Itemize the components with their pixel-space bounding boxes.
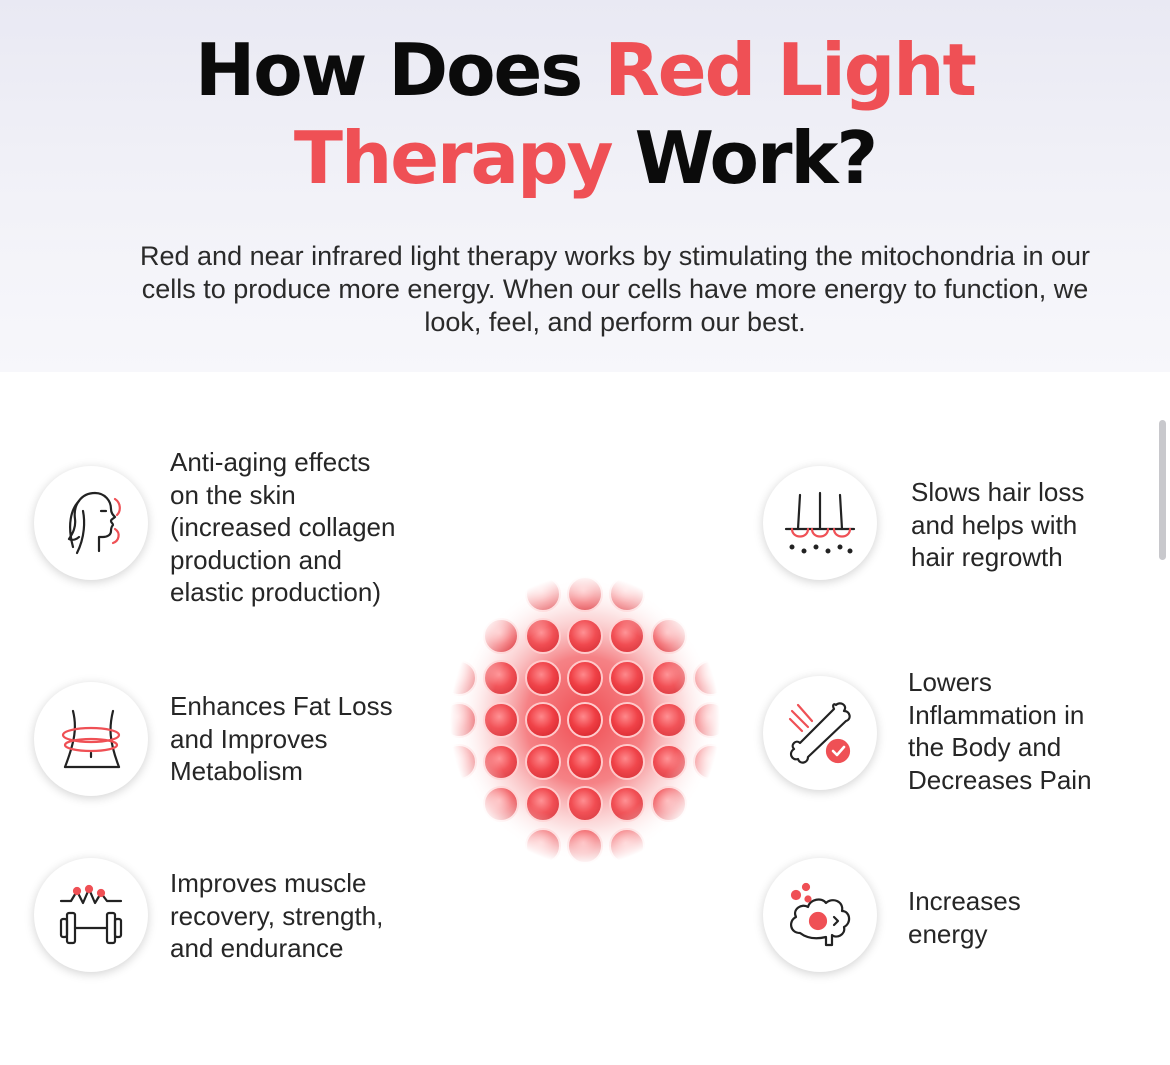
led-dot bbox=[693, 660, 729, 696]
led-dot bbox=[525, 576, 561, 612]
led-dot bbox=[525, 618, 561, 654]
led-dot bbox=[609, 576, 645, 612]
feature-text: Increases energy bbox=[908, 886, 1021, 949]
hair-follicle-icon bbox=[763, 466, 877, 580]
title-accent-2: Therapy bbox=[293, 116, 614, 200]
led-dot bbox=[609, 786, 645, 822]
feature-text: Slows hair loss and helps with hair regr… bbox=[911, 477, 1085, 572]
led-dot bbox=[609, 618, 645, 654]
led-dot bbox=[567, 744, 603, 780]
led-dot bbox=[483, 786, 519, 822]
led-dot bbox=[651, 618, 687, 654]
led-dot bbox=[525, 828, 561, 864]
led-dot bbox=[651, 744, 687, 780]
waist-measure-icon bbox=[34, 682, 148, 796]
scrollbar-thumb[interactable] bbox=[1159, 420, 1166, 560]
led-dot bbox=[567, 702, 603, 738]
led-dot bbox=[483, 702, 519, 738]
feature-text: Improves muscle recovery, strength, and … bbox=[170, 868, 384, 963]
led-dot bbox=[483, 618, 519, 654]
led-dot bbox=[483, 660, 519, 696]
bone-check-icon bbox=[763, 676, 877, 790]
feature-text: Enhances Fat Loss and Improves Metabolis… bbox=[170, 691, 393, 786]
feature-text: Lowers Inflammation in the Body and Decr… bbox=[908, 667, 1092, 795]
led-dot bbox=[609, 702, 645, 738]
title-part-1: How Does bbox=[195, 28, 605, 112]
brain-energy-icon bbox=[763, 858, 877, 972]
led-dot bbox=[693, 744, 729, 780]
led-dot bbox=[525, 702, 561, 738]
led-dot bbox=[651, 660, 687, 696]
led-dot bbox=[567, 576, 603, 612]
led-dot bbox=[609, 660, 645, 696]
led-dot bbox=[567, 618, 603, 654]
led-dot bbox=[525, 786, 561, 822]
title-accent-1: Red Light bbox=[604, 28, 977, 112]
led-dot bbox=[609, 744, 645, 780]
intro-paragraph: Red and near infrared light therapy work… bbox=[140, 241, 1090, 337]
face-profile-icon bbox=[34, 466, 148, 580]
red-light-panel-icon bbox=[441, 575, 729, 865]
led-dot bbox=[651, 702, 687, 738]
led-dot bbox=[441, 702, 477, 738]
led-dot bbox=[651, 786, 687, 822]
led-dot bbox=[441, 744, 477, 780]
led-dot bbox=[567, 660, 603, 696]
led-dot bbox=[525, 660, 561, 696]
title-part-2: Work? bbox=[611, 116, 878, 200]
dumbbell-icon bbox=[34, 858, 148, 972]
led-dot bbox=[483, 744, 519, 780]
feature-text: Anti-aging effects on the skin (increase… bbox=[170, 447, 396, 607]
led-dot bbox=[441, 660, 477, 696]
led-dot bbox=[567, 786, 603, 822]
led-dot bbox=[609, 828, 645, 864]
led-dot bbox=[693, 702, 729, 738]
led-dot bbox=[525, 744, 561, 780]
led-dot bbox=[567, 828, 603, 864]
